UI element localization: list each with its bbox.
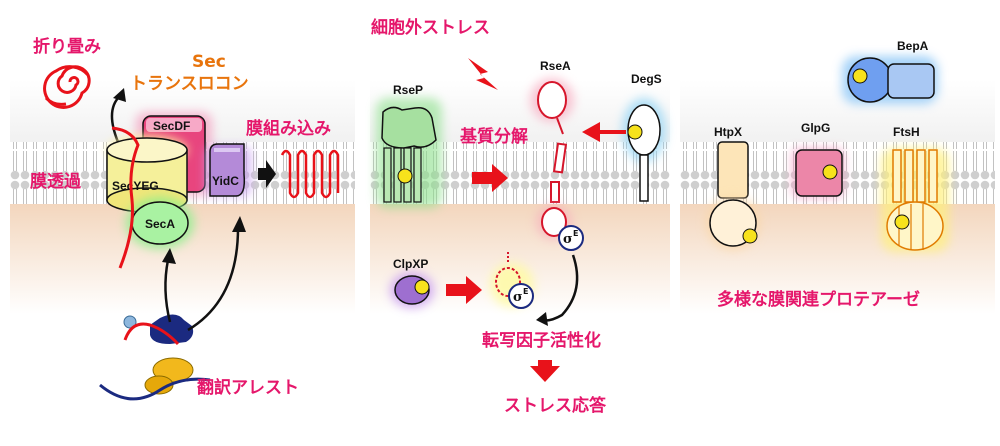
secdf-label: SecDF <box>153 119 190 133</box>
sigma-symbol-free: σ <box>513 290 523 305</box>
rsea-label: RseA <box>540 59 571 73</box>
degs-cleave-arrow <box>582 122 626 142</box>
sec-title: Sec <box>192 52 226 72</box>
yidc-protein <box>205 143 251 197</box>
glpg-label: GlpG <box>801 121 830 135</box>
yidc-label: YidC <box>212 174 239 188</box>
translocation-label: 膜透過 <box>30 171 82 192</box>
sigma-e-bound: σ E <box>558 225 584 251</box>
ribosome-icon <box>99 314 211 401</box>
sigma-superscript: E <box>573 229 578 238</box>
seca-protein <box>126 197 194 249</box>
degs-protease <box>622 98 666 202</box>
htpx-label: HtpX <box>714 125 742 139</box>
lightning-icon <box>468 58 498 90</box>
diverse-proteases-label: 多様な膜関連プロテアーゼ <box>717 289 920 310</box>
ftsh-label: FtsH <box>893 125 920 139</box>
response-arrow <box>530 360 560 382</box>
arrow-to-yidc <box>187 227 240 332</box>
transcription-activation-label: 転写因子活性化 <box>482 330 601 351</box>
clpxp-arrow <box>446 276 482 304</box>
extracellular-stress-label: 細胞外ストレス <box>371 17 490 38</box>
folding-arrowhead <box>113 88 126 102</box>
sigma-release-arrowhead <box>536 312 548 326</box>
folding-label: 折り畳み <box>33 36 101 57</box>
nascent-chain <box>123 322 180 346</box>
rsep-label: RseP <box>393 83 423 97</box>
clpxp-protease <box>390 272 434 308</box>
arrow-to-yidc-head <box>232 216 246 232</box>
folded-protein-icon <box>43 65 91 109</box>
secyeg-label: SecYEG <box>112 179 159 193</box>
insertion-arrow <box>258 160 276 188</box>
rsep-protease <box>376 98 442 208</box>
bepa-protease <box>842 56 938 104</box>
rsea-fragment-degraded: σ E <box>490 252 534 309</box>
glpg-protease <box>792 148 844 198</box>
translocon-label: トランスロコン <box>130 74 249 94</box>
degs-label: DegS <box>631 72 662 86</box>
ftsh-protease <box>881 148 949 252</box>
membrane-protein-icon <box>280 149 340 199</box>
stress-response-label: ストレス応答 <box>504 395 607 416</box>
arrow-to-seca-head <box>162 248 176 264</box>
rsea-protein <box>530 78 574 240</box>
sigma-superscript-free: E <box>523 287 528 296</box>
clpxp-label: ClpXP <box>393 257 428 271</box>
sigma-release-arrow <box>541 254 579 322</box>
substrate-degradation-label: 基質分解 <box>459 126 528 147</box>
sigma-symbol: σ <box>563 232 573 247</box>
arrow-to-seca <box>164 259 172 323</box>
degradation-arrow <box>472 164 508 192</box>
translation-arrest-label: 翻訳アレスト <box>197 377 299 398</box>
htpx-protease <box>706 141 760 250</box>
translocating-chain <box>111 126 140 269</box>
seca-label: SecA <box>145 217 175 231</box>
bepa-label: BepA <box>897 39 929 53</box>
membrane-insertion-label: 膜組み込み <box>246 118 331 139</box>
